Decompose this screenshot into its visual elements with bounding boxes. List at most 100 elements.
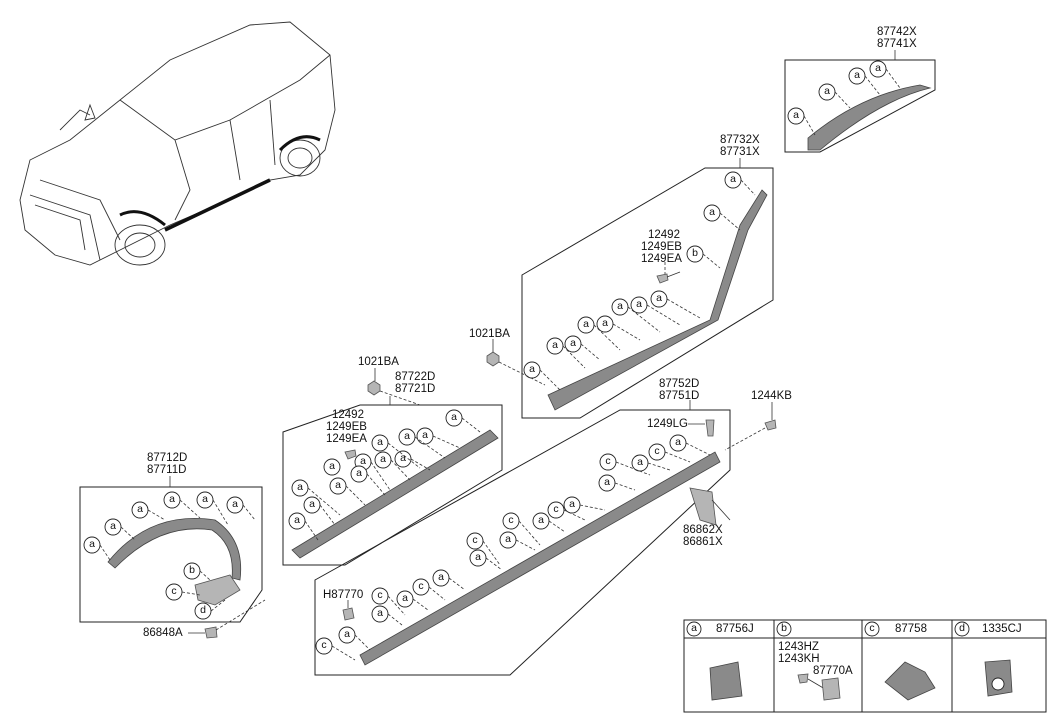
label-87752d: 87752D [659,378,700,390]
label-1021ba-left: 1021BA [358,356,399,368]
callout-a: a [583,318,589,330]
label-87751d: 87751D [659,390,700,402]
callout-c: c [508,514,514,526]
callout-a: a [875,62,881,74]
callout-a: a [360,455,366,467]
vehicle-illustration [19,21,336,266]
label-1249lg: 1249LG [647,418,688,430]
label-12492-top: 12492 [648,229,680,241]
callout-a: a [730,173,736,185]
group-87712d [79,476,266,639]
callout-c: c [377,589,383,601]
callout-c: c [321,639,327,651]
callout-a: a [356,467,362,479]
callout-c: c [553,503,559,515]
callout-a: a [617,300,623,312]
callout-a: a [505,533,511,545]
callout-a: a [656,292,662,304]
label-87721d: 87721D [395,383,436,395]
legend-c-part-number: 87758 [895,623,927,635]
label-1249eb-mid: 1249EB [326,421,367,433]
callout-a: a [475,551,481,563]
callout-c: c [472,534,478,546]
callout-d: d [200,604,206,616]
callout-a: a [569,498,575,510]
callout-a: a [335,479,341,491]
callout-a: a [604,476,610,488]
group-87722d [282,396,503,566]
group-87732x [521,158,774,419]
legend-letter-b: b [781,622,787,634]
callout-a: a [294,514,300,526]
callout-a: a [377,436,383,448]
legend-d-part-number: 1335CJ [982,623,1022,635]
legend-letter-c: c [869,622,875,634]
callout-a: a [329,460,335,472]
callout-a: a [380,453,386,465]
label-87732x: 87732X [720,134,760,146]
callout-a: a [570,337,576,349]
group-87742x [784,50,936,153]
callout-a: a [309,498,315,510]
label-87742x: 87742X [877,26,917,38]
callout-a: a [377,607,383,619]
legend-letter-a: a [691,622,697,634]
nut-1021ba-right [486,339,546,386]
callout-a: a [602,317,608,329]
callout-a: a [529,363,535,375]
callout-a: a [538,514,544,526]
callout-a: a [402,592,408,604]
callout-a: a [89,538,95,550]
callout-a: a [636,298,642,310]
callout-a: a [110,520,116,532]
label-12492-mid: 12492 [332,409,364,421]
callout-b: b [189,564,195,576]
callout-a: a [552,339,558,351]
legend-letter-d: d [959,622,965,634]
legend-b-screw [797,673,809,684]
label-87722d: 87722D [395,371,436,383]
callout-a: a [169,493,175,505]
callout-b: b [692,247,698,259]
callout-a: a [344,628,350,640]
callout-a: a [438,571,444,583]
callout-c: c [605,455,611,467]
callout-a: a [675,436,681,448]
callout-a: a [232,498,238,510]
label-1021ba-right: 1021BA [469,328,510,340]
label-86862x: 86862X [683,524,723,536]
legend-c-part [884,661,936,701]
callout-a: a [404,430,410,442]
label-86848a: 86848A [143,627,183,639]
group-87752d [314,400,777,676]
legend-b-clip [821,677,841,701]
label-87712d: 87712D [147,452,188,464]
callout-c: c [418,580,424,592]
legend-b-part-number-2: 1243KH [778,653,820,665]
callout-a: a [400,452,406,464]
callout-a: a [709,206,715,218]
callout-a: a [824,85,830,97]
label-86861x: 86861X [683,536,723,548]
callout-a: a [422,429,428,441]
callout-a: a [202,493,208,505]
legend-a-part [709,661,743,701]
callout-c: c [171,585,177,597]
callout-a: a [854,69,860,81]
callout-a: a [297,481,303,493]
label-87711d: 87711D [147,464,187,476]
label-1249ea-top: 1249EA [641,253,682,265]
nut-1021ba-left [367,368,421,406]
callout-a: a [451,411,457,423]
label-1244kb: 1244KB [751,390,792,402]
label-h87770: H87770 [323,589,364,601]
legend-a-part-number: 87756J [716,623,754,635]
callout-c: c [654,445,660,457]
label-87741x: 87741X [877,38,917,50]
label-1249eb-top: 1249EB [641,241,682,253]
label-87731x: 87731X [720,146,760,158]
callout-a: a [793,109,799,121]
legend-table [683,619,1047,713]
